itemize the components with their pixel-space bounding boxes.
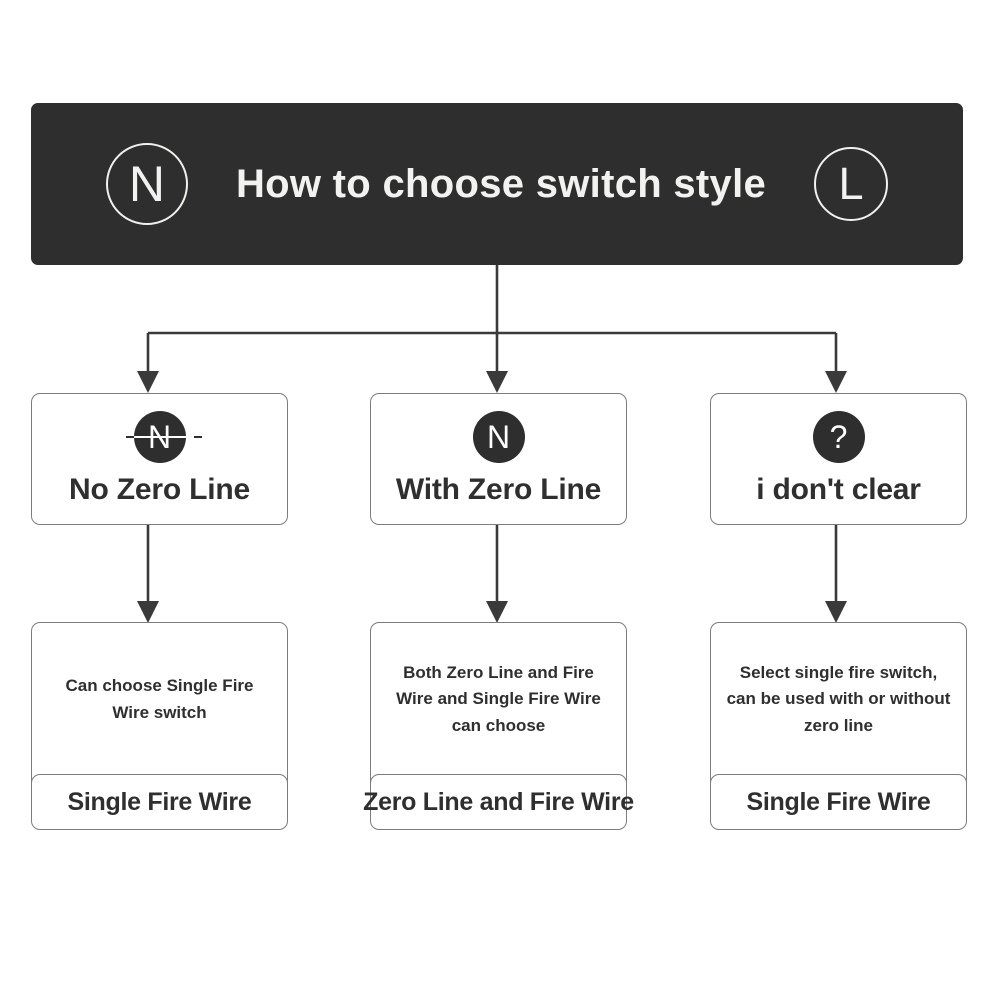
neutral-wire-icon: N: [105, 143, 188, 225]
option-card-i-dont-clear[interactable]: ? i don't clear: [710, 393, 967, 525]
result-description: Can choose Single Fire Wire switch: [65, 676, 254, 722]
header-circle-n-label: N: [128, 156, 165, 212]
option-card-no-zero-line[interactable]: N No Zero Line: [31, 393, 288, 525]
arrowhead-to-option-1: [486, 371, 508, 393]
option-label: i don't clear: [756, 473, 921, 506]
arrowhead-to-result-1: [486, 601, 508, 623]
result-footer-label: Zero Line and Fire Wire: [363, 787, 634, 816]
no-neutral-wire-icon: N: [125, 411, 194, 463]
result-footer[interactable]: Single Fire Wire: [31, 774, 288, 830]
badge-glyph: N: [147, 419, 172, 455]
flow-column-i-dont-clear: ? i don't clear Select single fire switc…: [710, 393, 967, 830]
arrowhead-to-result-2: [825, 601, 847, 623]
header-banner: N How to choose switch style L: [31, 103, 963, 265]
option-label: No Zero Line: [69, 473, 250, 506]
result-footer-label: Single Fire Wire: [67, 787, 252, 816]
result-card-i-dont-clear: Select single fire switch, can be used w…: [710, 622, 967, 830]
result-footer[interactable]: Single Fire Wire: [710, 774, 967, 830]
option-label: With Zero Line: [395, 473, 602, 506]
badge-glyph: ?: [829, 419, 848, 455]
header-circle-l-label: L: [838, 158, 864, 209]
flow-column-no-zero-line: N No Zero Line Can choose Single Fire Wi…: [31, 393, 288, 830]
result-card-with-zero-line: Both Zero Line and Fire Wire and Single …: [363, 622, 634, 830]
flow-column-with-zero-line: N With Zero Line Both Zero Line and Fire…: [363, 393, 634, 830]
result-description: Both Zero Line and Fire Wire and Single …: [396, 662, 601, 735]
question-mark-icon: ?: [812, 411, 865, 463]
arrowhead-to-option-0: [137, 371, 159, 393]
badge-glyph: N: [486, 419, 511, 455]
result-card-no-zero-line: Can choose Single Fire Wire switch Singl…: [31, 622, 288, 830]
neutral-wire-icon: N: [472, 411, 525, 463]
arrowhead-to-result-0: [137, 601, 159, 623]
result-footer-label: Single Fire Wire: [746, 787, 931, 816]
result-description: Select single fire switch, can be used w…: [726, 662, 951, 735]
page-title: How to choose switch style: [235, 161, 767, 206]
result-footer[interactable]: Zero Line and Fire Wire: [363, 774, 634, 830]
live-wire-icon: L: [814, 147, 889, 221]
arrowhead-to-option-2: [825, 371, 847, 393]
option-card-with-zero-line[interactable]: N With Zero Line: [370, 393, 627, 525]
